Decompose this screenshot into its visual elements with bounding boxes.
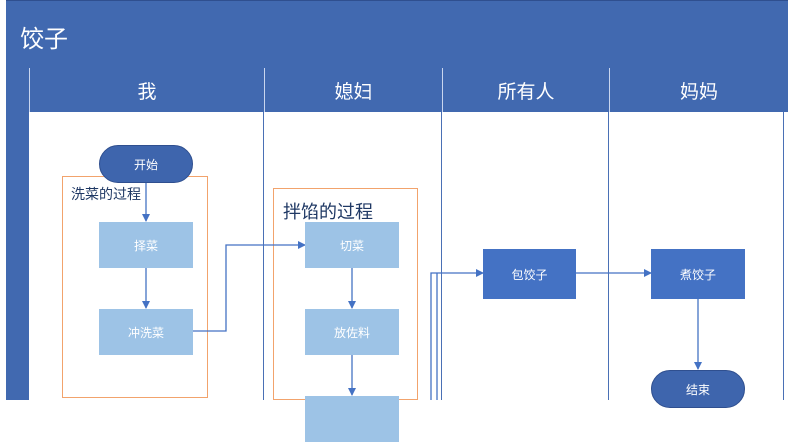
node-start: 开始: [99, 145, 193, 183]
group-filling-label: 拌馅的过程: [283, 202, 373, 223]
arrow-rinse-to-cut: [193, 241, 306, 332]
lane-divider-4: [783, 112, 784, 400]
lane-header-wife: 媳妇: [264, 68, 442, 112]
node-end: 结束: [651, 370, 745, 408]
diagram-title: 饺子: [20, 25, 68, 53]
group-wash-label: 洗菜的过程: [71, 187, 141, 203]
node-cut: 切菜: [305, 222, 399, 268]
node-boil: 煮饺子: [651, 249, 745, 299]
node-pick: 择菜: [99, 222, 193, 268]
lane-header-row: [29, 68, 788, 112]
arrow-up-to-wrap: [430, 269, 484, 400]
lane-divider-2: [441, 112, 442, 400]
node-wrap: 包饺子: [483, 249, 576, 299]
title-bar: 饺子: [6, 0, 788, 69]
lane-header-mom: 妈妈: [609, 68, 788, 112]
node-next-step: [305, 396, 399, 442]
node-season: 放佐料: [305, 309, 399, 355]
node-rinse: 冲洗菜: [99, 309, 193, 355]
pool-side-strip: [6, 68, 29, 400]
flow-connectors: [142, 183, 702, 400]
lane-header-everyone: 所有人: [442, 68, 609, 112]
lane-divider-1: [263, 112, 264, 400]
lane-divider-3: [608, 112, 609, 400]
lane-header-me: 我: [29, 68, 264, 112]
